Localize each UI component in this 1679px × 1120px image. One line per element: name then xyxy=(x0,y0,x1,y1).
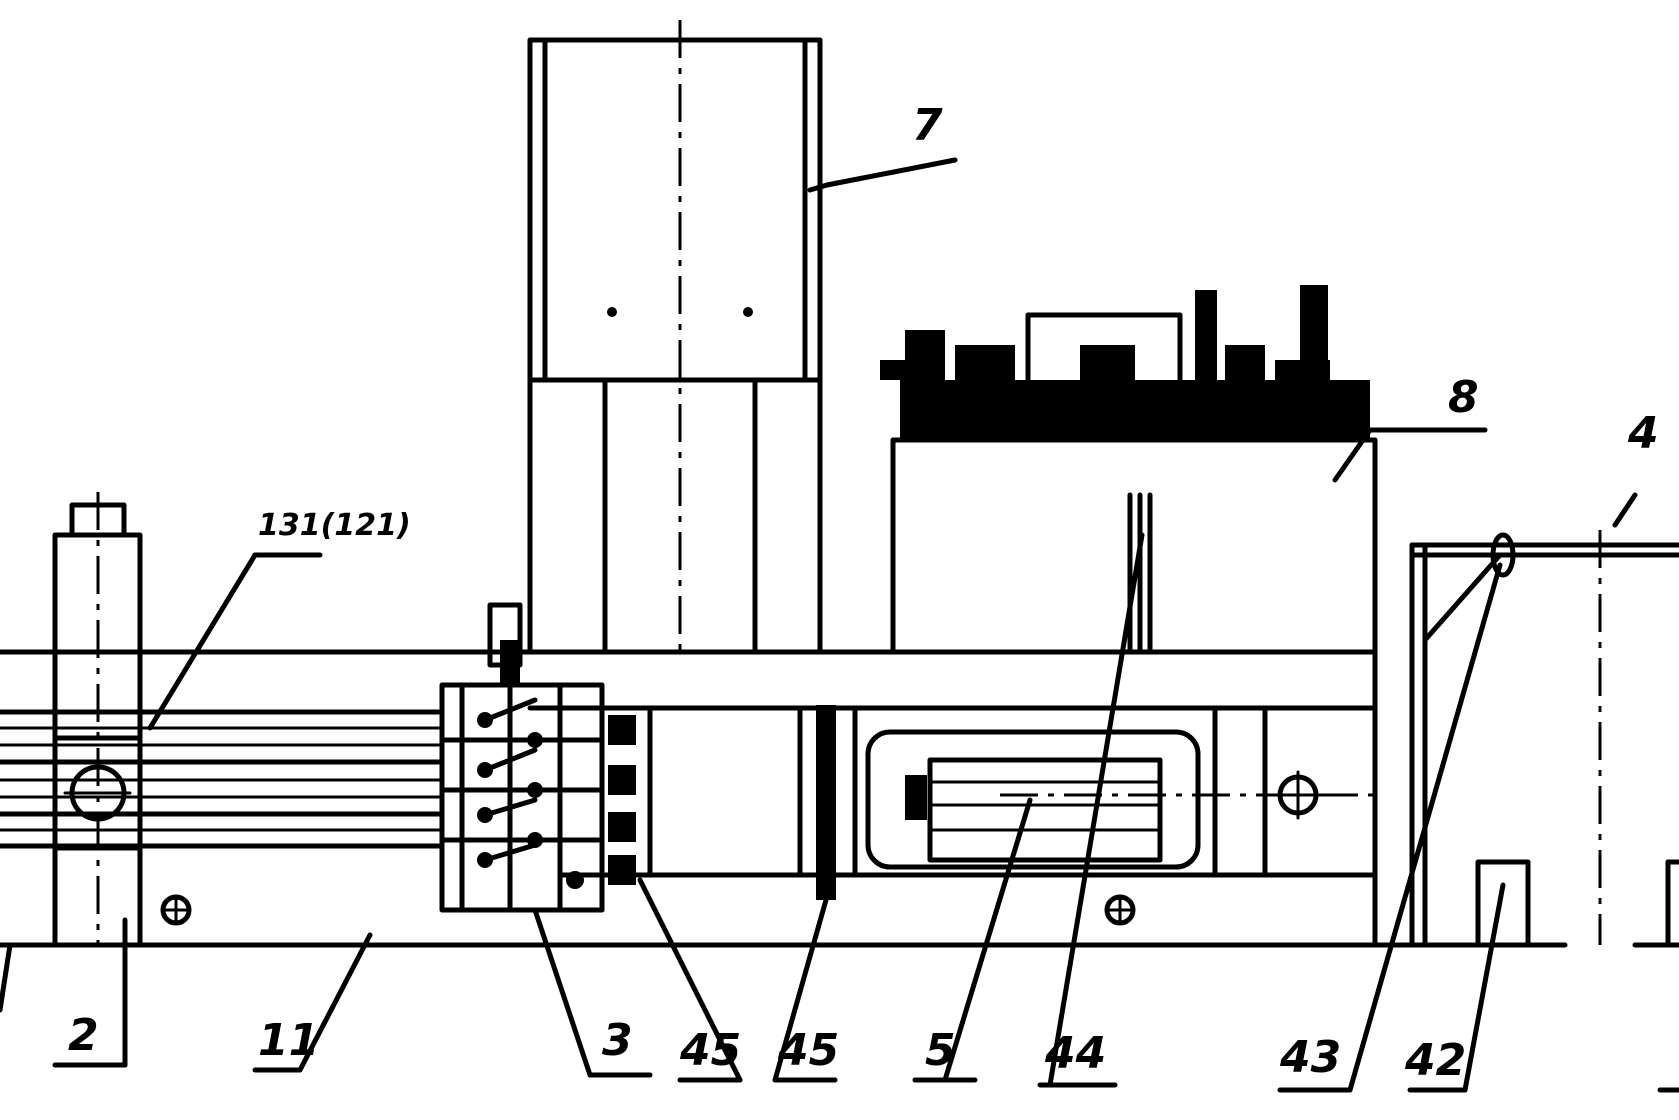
label-hydraulic-box: 8 xyxy=(1448,372,1479,423)
label-part-42: 42 xyxy=(1404,1035,1466,1086)
label-jaw: 3 xyxy=(602,1015,633,1066)
screw-symbols xyxy=(160,894,1136,926)
label-bars-ref: 131(121) xyxy=(258,508,411,543)
bar-bundle xyxy=(0,709,443,849)
label-right-unit: 4 xyxy=(1627,408,1659,459)
hydraulic-box xyxy=(880,285,1378,655)
label-base: 11 xyxy=(258,1015,319,1066)
jaw-block xyxy=(439,602,636,913)
labels: 7 8 4 131(121) 2 11 3 45 45 5 44 43 42 xyxy=(68,100,1659,1086)
tower xyxy=(527,20,823,655)
label-clamp: 2 xyxy=(68,1010,99,1061)
label-part-45-a: 45 xyxy=(679,1025,741,1076)
motor-housing xyxy=(647,705,1375,900)
label-part-44: 44 xyxy=(1044,1028,1106,1079)
label-part-45-b: 45 xyxy=(777,1025,839,1076)
label-part-43: 43 xyxy=(1279,1032,1341,1083)
clamp-column xyxy=(52,492,143,948)
label-tower: 7 xyxy=(912,100,943,151)
leader-lines xyxy=(0,157,1679,1093)
label-motor: 5 xyxy=(925,1025,956,1076)
